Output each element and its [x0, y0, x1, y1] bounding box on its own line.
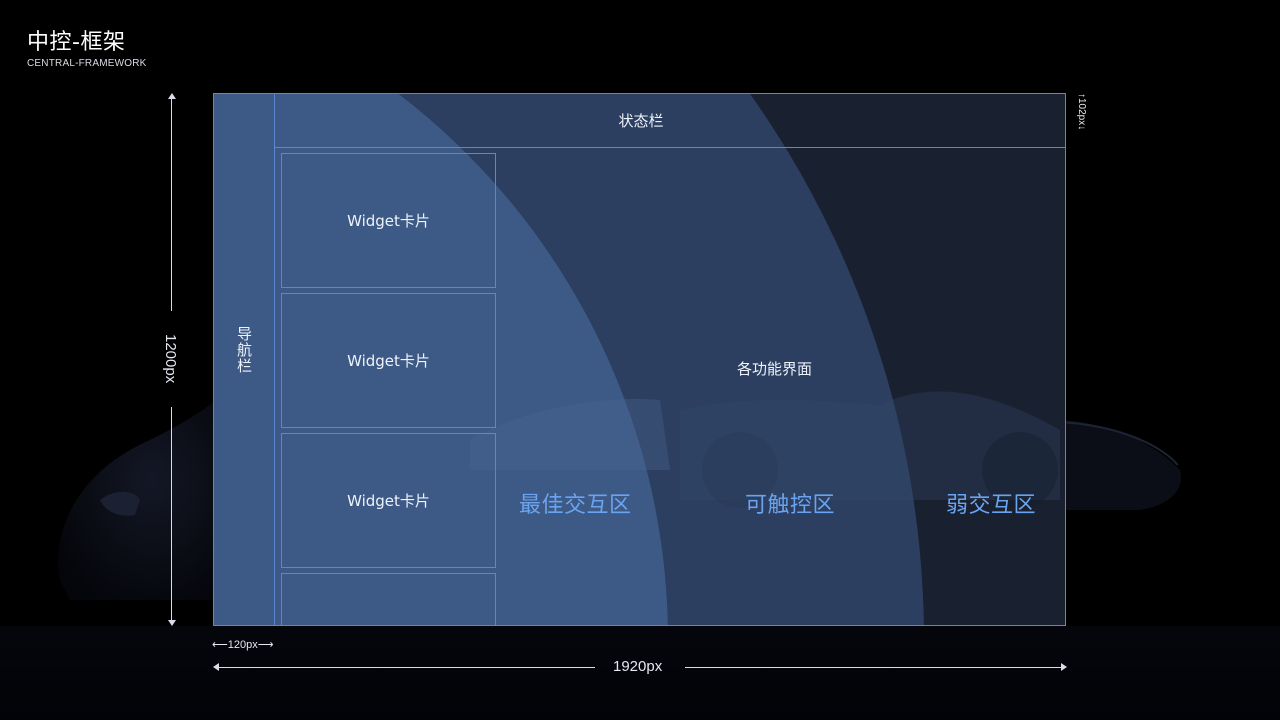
arrow-left-icon: ⟵: [212, 639, 228, 651]
arrow-right-icon: ⟶: [257, 639, 274, 651]
best-interaction-zone-label: 最佳交互区: [519, 493, 632, 518]
height-dimension-line-bottom: [171, 407, 172, 621]
statusbar-region: 状态栏: [275, 94, 1065, 148]
page-subtitle: CENTRAL-FRAMEWORK: [27, 58, 147, 69]
statusbar-height-label: ↑102px↓: [1076, 93, 1087, 130]
widget-card: [281, 573, 496, 625]
widget-card: Widget卡片: [281, 293, 496, 428]
arrow-down-icon: [168, 620, 176, 626]
best-zone-arc: [214, 94, 668, 625]
navbar-width-label: ⟵120px⟶: [212, 638, 274, 651]
width-dimension-line-right: [685, 667, 1061, 668]
widget-card-label: Widget卡片: [347, 212, 430, 230]
navbar-width-value: 120px: [227, 639, 258, 651]
width-dimension-label: 1920px: [613, 658, 663, 675]
car-silhouette-right: [1060, 420, 1181, 510]
arrow-right-icon: [1061, 663, 1067, 671]
arrow-up-icon: ↑: [1076, 93, 1087, 98]
interaction-zones: [214, 94, 1060, 625]
floor-reflection: [0, 626, 1280, 720]
width-dimension-line-left: [217, 667, 595, 668]
arrow-up-icon: [168, 93, 176, 99]
arrow-down-icon: ↓: [1076, 125, 1087, 131]
widget-card: Widget卡片: [281, 153, 496, 288]
navbar-label: 导航栏: [235, 326, 253, 374]
weak-interaction-zone-label: 弱交互区: [946, 493, 1037, 518]
widget-card: Widget卡片: [281, 433, 496, 568]
statusbar-label: 状态栏: [618, 112, 664, 130]
widget-card-label: Widget卡片: [347, 352, 430, 370]
page-title: 中控-框架: [27, 30, 126, 55]
height-dimension-line-top: [171, 97, 172, 311]
widget-card-label: Widget卡片: [347, 492, 430, 510]
statusbar-height-value: 102px: [1076, 98, 1087, 126]
framework-frame: 导航栏 状态栏 Widget卡片 Widget卡片 Widget卡片 各功能界面…: [213, 93, 1066, 626]
height-dimension-label: 1200px: [162, 334, 179, 384]
touchable-zone-label: 可触控区: [745, 493, 836, 518]
navbar-region: 导航栏: [214, 94, 275, 625]
car-silhouette-left: [58, 400, 215, 600]
arrow-left-icon: [213, 663, 219, 671]
function-area-label: 各功能界面: [737, 360, 813, 378]
